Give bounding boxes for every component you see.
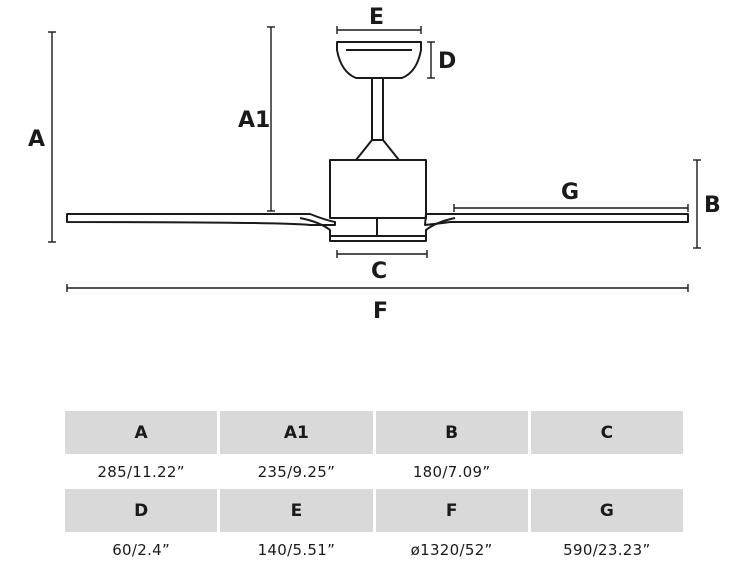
label-f: F — [373, 299, 388, 324]
table-value-row-2: 60/2.4” 140/5.51” ø1320/52” 590/23.23” — [65, 532, 683, 567]
table-header-row-1: A A1 B C — [65, 411, 683, 454]
table-value-cell — [531, 454, 683, 489]
fan-dimension-diagram: A A1 E D G B C F — [28, 5, 721, 324]
blade-right — [424, 213, 689, 226]
table-header-cell: D — [65, 489, 218, 532]
table-header-cell: B — [375, 411, 528, 454]
downrod — [371, 77, 384, 141]
dimensions-table: A A1 B C 285/11.22” 235/9.25” 180/7.09” … — [65, 411, 683, 567]
label-a: A — [28, 127, 45, 152]
table-header-cell: G — [530, 489, 683, 532]
table-value-cell: ø1320/52” — [410, 540, 493, 559]
motor-housing — [329, 159, 427, 219]
table-value-cell: 60/2.4” — [112, 540, 171, 559]
table-header-cell: A — [65, 411, 218, 454]
table-header-cell: E — [220, 489, 373, 532]
table-value-row-1: 285/11.22” 235/9.25” 180/7.09” — [65, 454, 683, 489]
label-e: E — [369, 5, 384, 30]
table-header-cell: F — [375, 489, 528, 532]
label-d: D — [438, 49, 456, 74]
light-base — [329, 236, 427, 242]
table-header-cell: A1 — [220, 411, 373, 454]
canopy — [336, 41, 422, 79]
label-b: B — [704, 193, 721, 218]
table-value-cell: 285/11.22” — [97, 462, 185, 481]
table-value-cell: 140/5.51” — [257, 540, 336, 559]
label-c: C — [371, 259, 387, 284]
label-a1: A1 — [238, 108, 270, 133]
table-header-cell: C — [530, 411, 683, 454]
table-value-cell: 180/7.09” — [412, 462, 491, 481]
table-value-cell: 590/23.23” — [563, 540, 651, 559]
table-value-cell: 235/9.25” — [257, 462, 336, 481]
table-header-row-2: D E F G — [65, 489, 683, 532]
label-g: G — [561, 180, 579, 205]
blade-left — [66, 213, 336, 226]
rod-coupling — [355, 139, 400, 161]
